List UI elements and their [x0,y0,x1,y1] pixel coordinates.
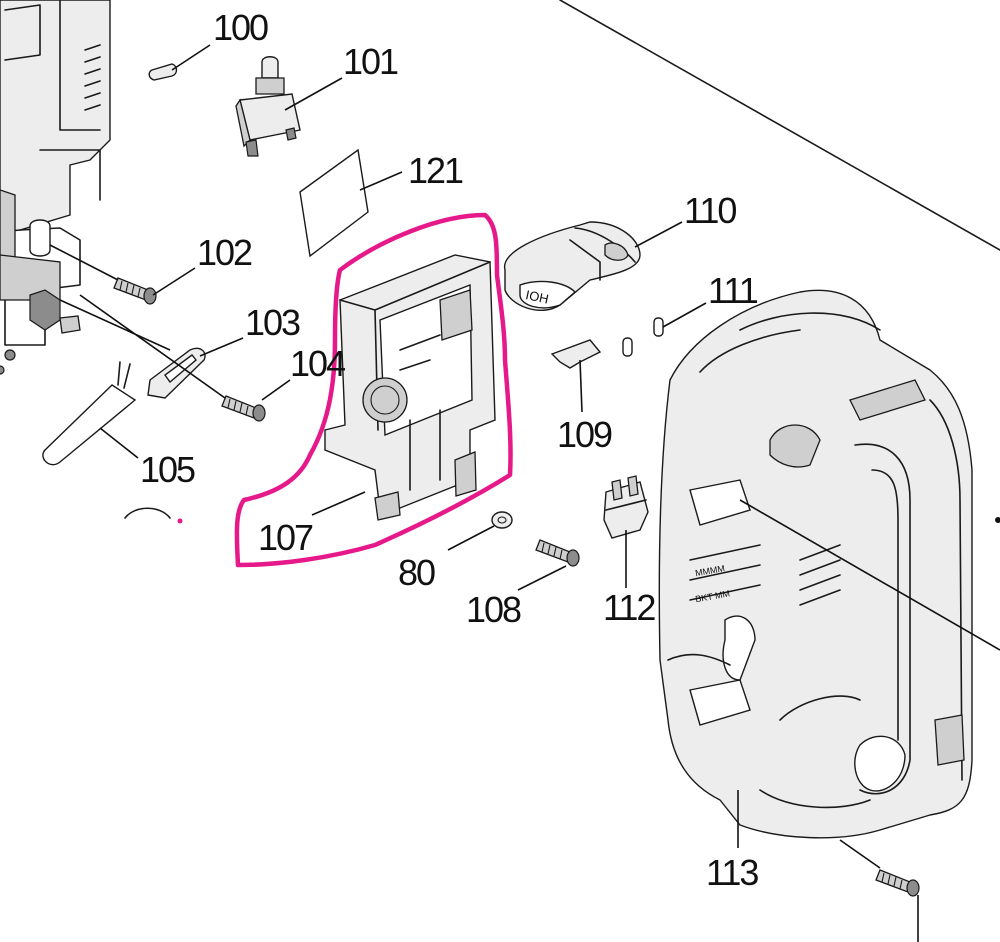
highlight-outline [234,212,513,568]
part-103-bracket [147,347,206,399]
part-113-housing: MMMM BKT MM [658,289,973,839]
label-80: 80 [398,552,435,593]
svg-text:IOH: IOH [524,287,550,306]
label-104: 104 [290,343,345,384]
label-101: 101 [343,41,398,82]
part-110-cover: IOH [504,221,641,311]
part-111-rings [622,317,664,357]
label-107: 107 [258,517,313,558]
part-113-screw [875,869,920,897]
left-housing-fragment [0,0,111,375]
label-102: 102 [197,232,252,273]
label-103: 103 [245,302,300,343]
part-100-pin [148,63,178,81]
hidden-arc [124,507,171,519]
part-107-module [324,254,496,521]
label-109: 109 [557,414,612,455]
label-110: 110 [684,190,736,231]
leader-lines [49,44,919,942]
part-109-clip [550,339,602,369]
part-104-screw [221,395,266,422]
part-105-cable [42,361,137,466]
label-111: 111 [708,270,758,311]
label-105: 105 [140,449,195,490]
part-121-sheet [299,148,369,258]
boundary-line [559,0,1000,251]
label-121: 121 [408,150,463,191]
part-108-screw [535,539,580,567]
label-100: 100 [213,7,268,48]
highlight-dot [177,518,183,524]
part-80-washer [491,511,513,529]
part-101-switch [235,56,301,157]
leader-line-housing-right [739,499,1000,651]
edge-dot [995,517,1000,523]
label-108: 108 [466,589,521,630]
label-113: 113 [706,852,758,893]
label-112: 112 [603,587,655,628]
part-102-screw [113,277,157,305]
part-112-clip [603,475,649,539]
